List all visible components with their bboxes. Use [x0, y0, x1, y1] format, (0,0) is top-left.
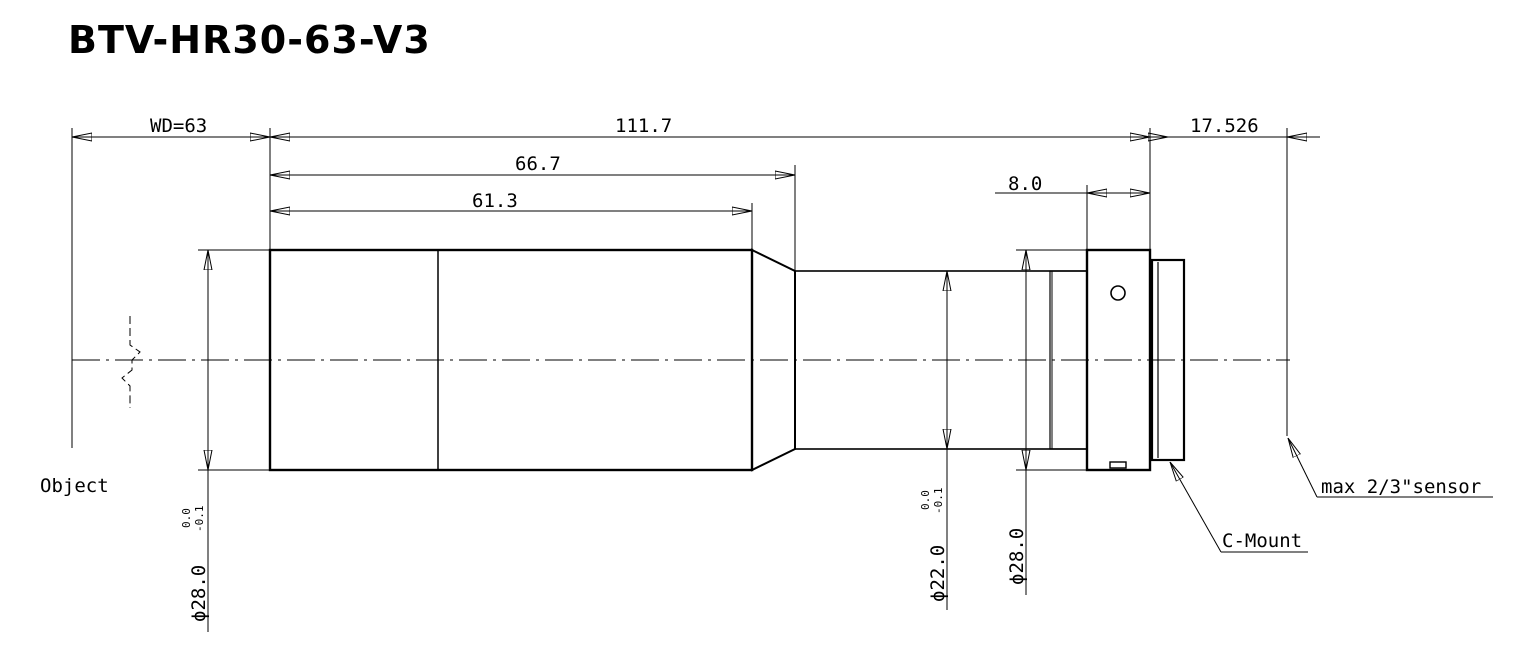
c-mount-thread [1150, 258, 1186, 462]
dia-front-tol-upper: 0.0 [180, 508, 193, 528]
dia-body-label: ϕ22.0 [927, 545, 949, 602]
drawing-title: BTV-HR30-63-V3 [68, 18, 431, 62]
mount-collar [1085, 248, 1152, 472]
sensor-label: max 2/3"sensor [1321, 476, 1481, 498]
set-screw [1110, 285, 1126, 301]
dim-8-0: 8.0 [1008, 173, 1042, 195]
dia-body-tol-upper: 0.0 [919, 490, 932, 510]
dia-mount-label: ϕ28.0 [1006, 528, 1028, 585]
dim-111-7: 111.7 [615, 115, 672, 137]
collar-notch [1109, 461, 1127, 469]
object-label: Object [40, 475, 109, 497]
dia-body-tol-lower: -0.1 [932, 488, 945, 515]
dia-front-label: ϕ28.0 [188, 565, 210, 622]
leader-lines [1170, 438, 1493, 553]
lens-body [268, 248, 1186, 472]
wd-label: WD=63 [150, 115, 207, 137]
dimension-lines [72, 137, 1320, 632]
dim-17-526: 17.526 [1190, 115, 1259, 137]
dia-front-tol-lower: -0.1 [193, 506, 206, 533]
object-break-symbol [121, 316, 141, 408]
extension-lines [71, 128, 1288, 471]
c-mount-label: C-Mount [1222, 530, 1302, 552]
dim-61-3: 61.3 [472, 190, 518, 212]
dim-66-7: 66.7 [515, 153, 561, 175]
